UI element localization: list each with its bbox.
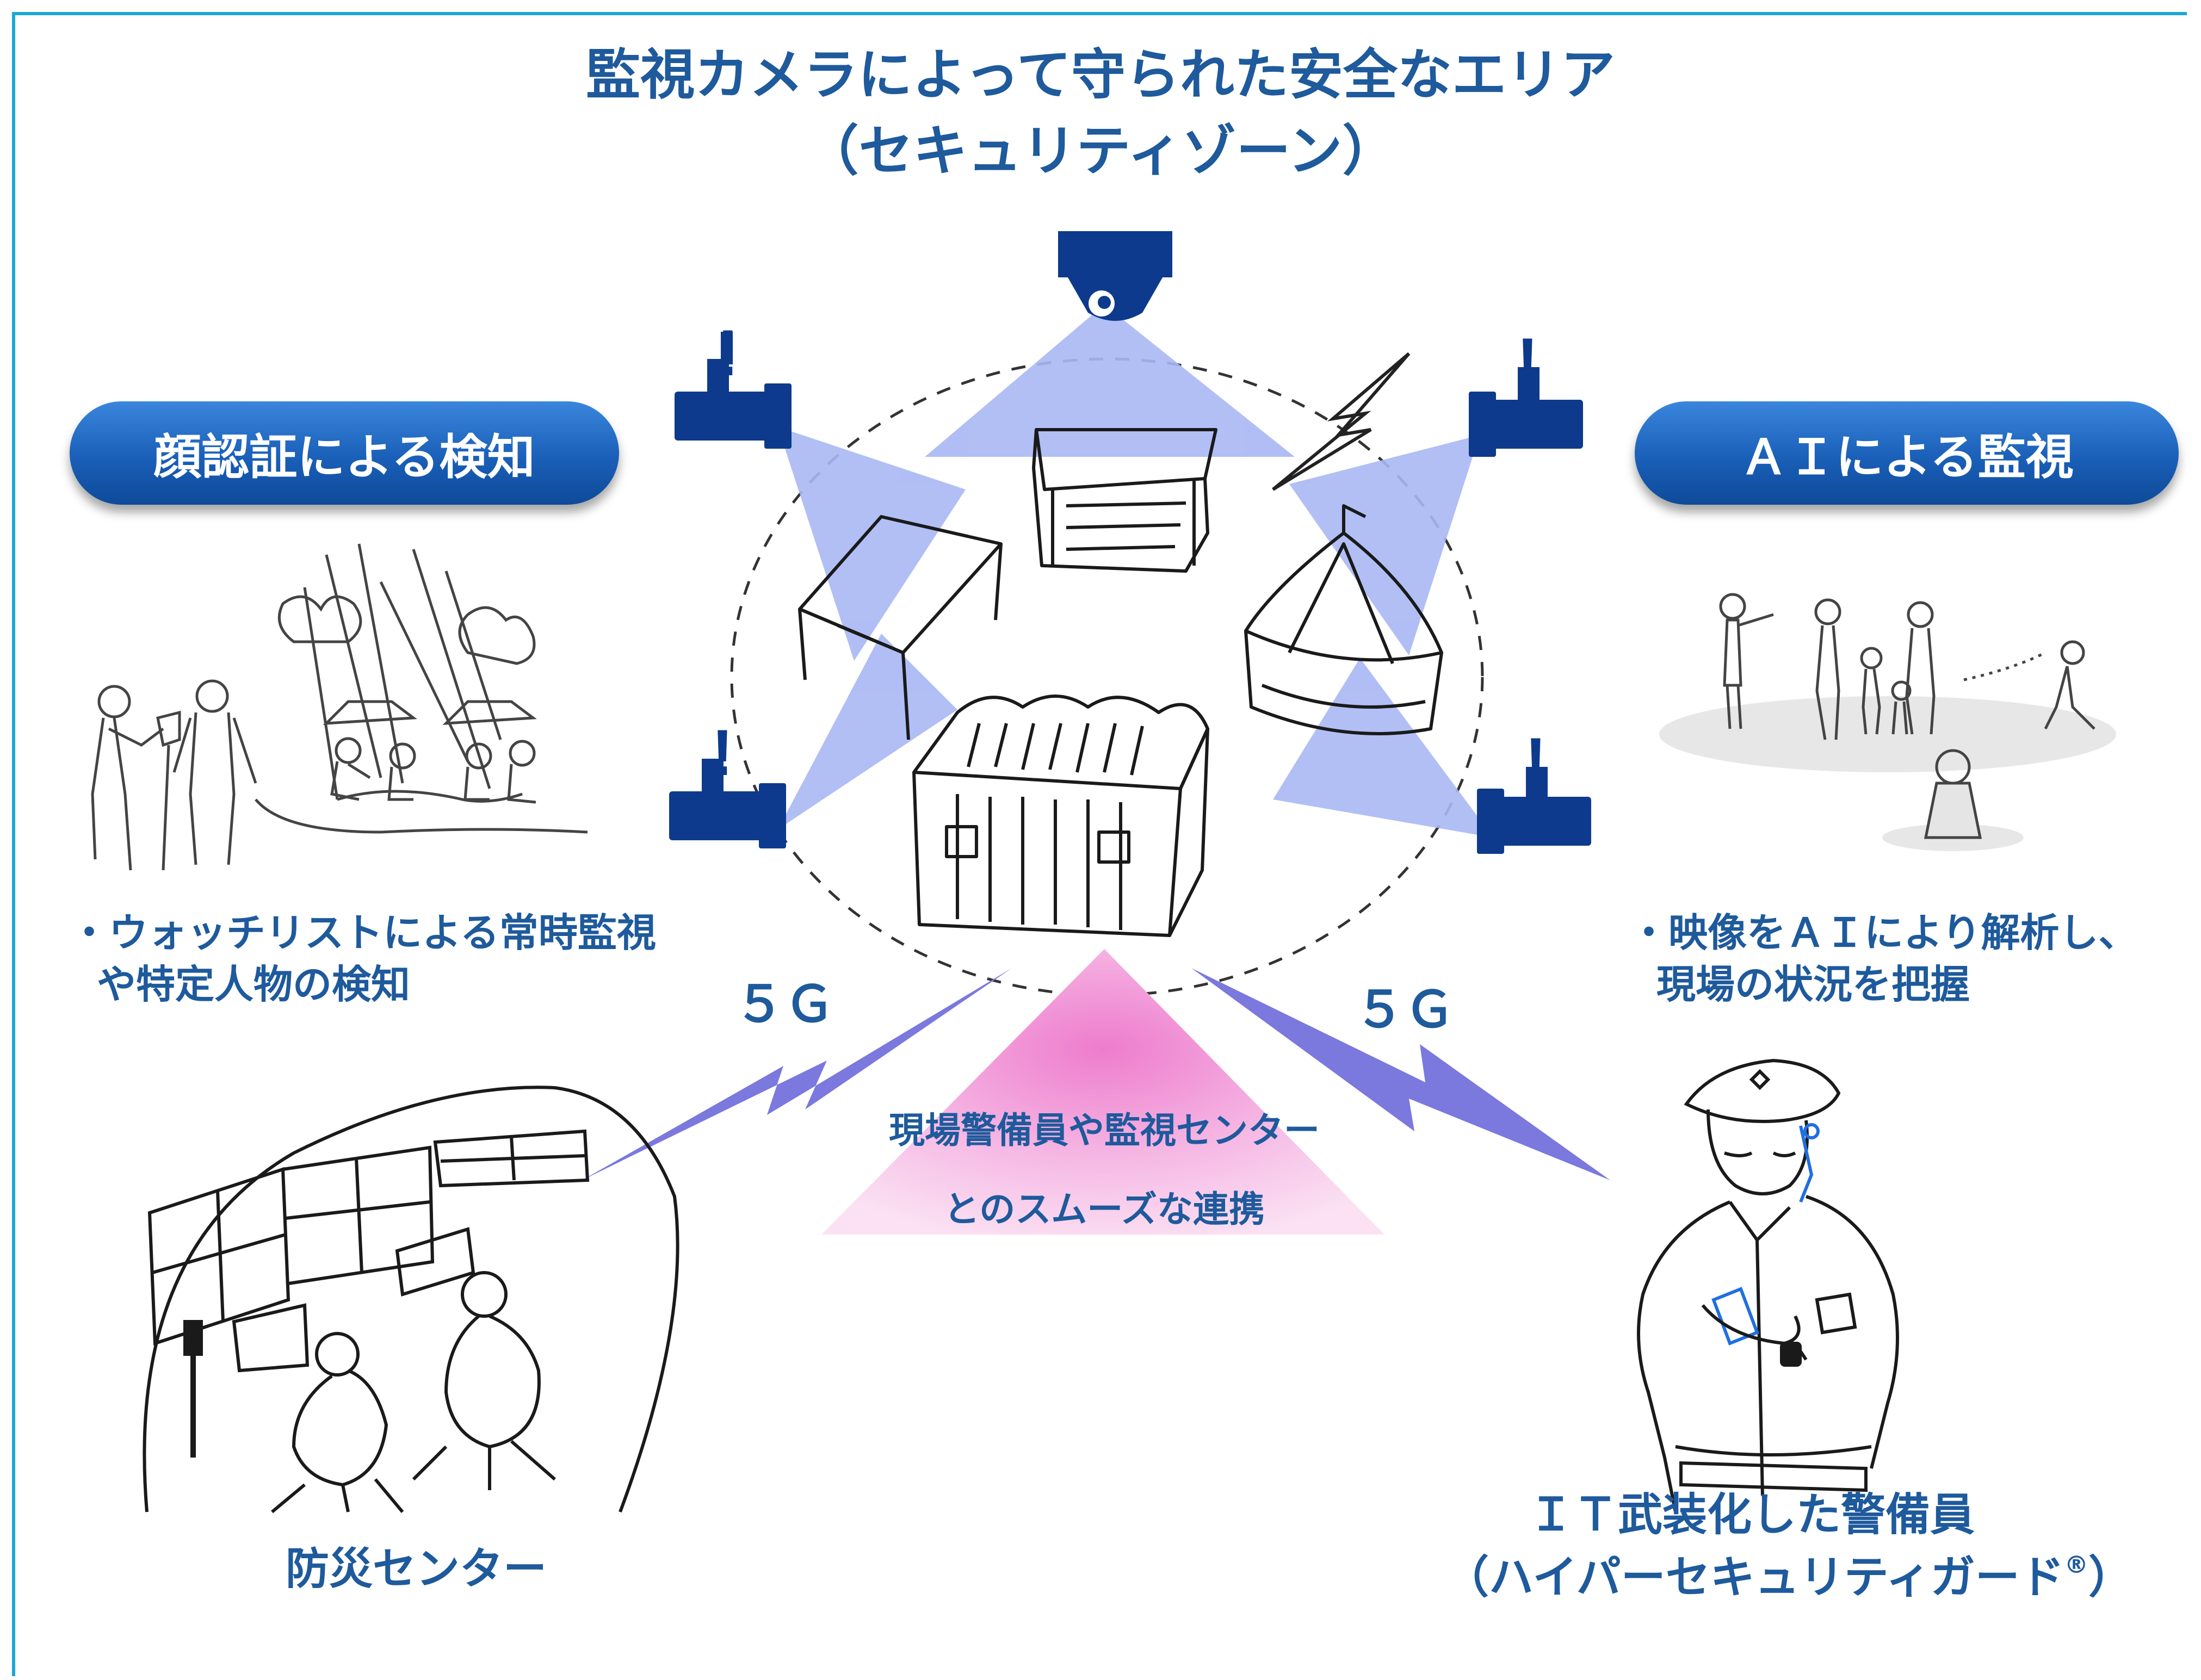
camera-icons [669, 332, 1591, 854]
right-5g-link [1191, 968, 1610, 1180]
operators [183, 1227, 556, 1514]
guard-label-line2-prefix: （ハイパーセキュリティガード [1444, 1552, 2064, 1603]
seated-people [323, 700, 537, 804]
beam-lower-right [1273, 658, 1493, 838]
security-zone-boundary [730, 357, 1484, 997]
zone-buildings [798, 428, 1443, 937]
kiosk-user [91, 685, 181, 871]
alert-marks: ! ! ! ! [712, 317, 1547, 797]
collaboration-text-line1: 現場警備員や監視センター [889, 1109, 1320, 1151]
alert-mark: ! [1517, 325, 1538, 398]
camera-lower-right-icon [1477, 767, 1591, 854]
walking-people [1719, 593, 2095, 740]
face-recognition-illustration [91, 543, 588, 871]
beam-upper-left [778, 427, 966, 661]
face-recognition-badge-label: 顔認証による検知 [153, 429, 535, 485]
collaboration-triangle [821, 949, 1384, 1235]
alert-mark: ! [712, 716, 733, 789]
camera-upper-left-icon [675, 332, 792, 449]
monitor-wall [147, 1129, 590, 1346]
dome-camera-icon [1058, 231, 1172, 321]
page-subtitle: （セキュリティゾーン） [804, 119, 1397, 183]
container-sketch [912, 695, 1209, 937]
guard-figure [172, 679, 257, 865]
page-frame [12, 12, 2187, 1676]
ai-monitoring-caption-line2: 現場の状況を把握 [1656, 962, 1970, 1007]
disaster-center-illustration [143, 1086, 679, 1514]
face-recognition-caption-line1: ・ウォッチリストによる常時監視 [70, 910, 656, 956]
guard-label-line2-suffix: ） [2088, 1552, 2133, 1603]
beam-lower-left [778, 634, 957, 829]
registered-mark: ® [2064, 1551, 2088, 1579]
camera-beams [778, 305, 1493, 838]
ai-monitoring-badge-label: ＡＩによる監視 [1740, 429, 2074, 485]
security-guard-illustration [1637, 1058, 1899, 1512]
network-5g-right: ５Ｇ [1355, 981, 1455, 1039]
collaboration-text-line2: とのスムーズな連携 [943, 1188, 1265, 1230]
disaster-center-label: 防災センター [286, 1543, 547, 1594]
page-title: 監視カメラによって守られた安全なエリア [586, 43, 1615, 107]
pavilion-sketch [1032, 428, 1217, 573]
wireless-signal-icon [1272, 352, 1411, 491]
ai-monitoring-illustration [1659, 593, 2116, 851]
beam-top [925, 305, 1295, 457]
guard-label-line2: （ハイパーセキュリティガード®） [1444, 1550, 2133, 1606]
observer-figure [1924, 749, 1982, 839]
beam-upper-right [1289, 435, 1480, 655]
tent-sketch [798, 515, 1003, 740]
alert-mark: ! [1525, 724, 1547, 797]
circus-tent-sketch [1244, 504, 1443, 735]
face-recognition-caption-line2: や特定人物の検知 [97, 962, 411, 1007]
alert-mark: ! [717, 317, 739, 389]
ai-monitoring-badge: ＡＩによる監視 [1635, 401, 2179, 505]
network-5g-left: ５Ｇ [734, 975, 835, 1033]
camera-upper-right-icon [1469, 367, 1583, 457]
face-recognition-badge: 顔認証による検知 [70, 401, 619, 505]
ai-monitoring-caption-line1: ・映像をＡＩにより解析し、 [1629, 910, 2138, 956]
camera-lower-left-icon [669, 759, 786, 848]
left-5g-link [582, 968, 1012, 1180]
guard-label-line1: ＩＴ武装化した警備員 [1529, 1489, 1975, 1541]
